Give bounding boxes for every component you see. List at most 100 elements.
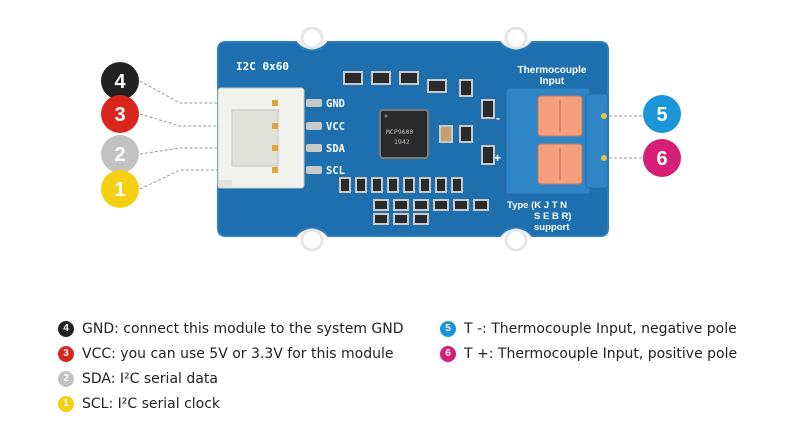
smd-part <box>427 79 447 93</box>
pin-label-gnd: GND <box>326 98 345 110</box>
pad <box>306 166 322 174</box>
smd-part <box>419 177 431 193</box>
callout-circle <box>101 170 139 208</box>
pad <box>306 122 322 130</box>
smd-part <box>399 71 419 85</box>
callout-circle <box>643 139 681 177</box>
board-figure: I2C 0x60 GND VCC SDA SCL MCP9600 1942 <box>101 26 681 252</box>
callout-number: 1 <box>114 179 125 201</box>
callout-number: 4 <box>114 71 126 93</box>
connector-pin <box>272 123 278 129</box>
legend-text: T +: Thermocouple Input, positive pole <box>464 345 738 362</box>
legend-number-badge: 2 <box>58 370 74 387</box>
connector-pin <box>272 100 278 106</box>
mcp9600-chip: MCP9600 1942 <box>379 109 429 159</box>
smd-part <box>413 199 429 211</box>
terminal-flange <box>585 93 609 189</box>
smd-part <box>459 125 473 143</box>
legend-text: SCL: I²C serial clock <box>82 395 221 412</box>
connector-notch <box>218 180 232 188</box>
legend-number-badge: 6 <box>440 345 456 362</box>
callout-badge-5: 5 <box>643 95 681 133</box>
callout-badge-2: 2 <box>101 135 139 173</box>
legend-item-vcc: 3 VCC: you can use 5V or 3.3V for this m… <box>58 341 404 366</box>
connector-latch <box>231 109 279 167</box>
callout-circle <box>643 95 681 133</box>
legend-number-badge: 1 <box>58 395 74 412</box>
smd-part <box>403 177 415 193</box>
leader-line-2 <box>139 147 276 155</box>
smd-part <box>473 199 489 211</box>
callout-circle <box>101 135 139 173</box>
smd-part <box>451 177 463 193</box>
legend-number-badge: 5 <box>440 320 456 337</box>
legend-text: SDA: I²C serial data <box>82 370 218 387</box>
smd-part <box>387 177 399 193</box>
smd-part <box>433 199 449 211</box>
mounting-hole <box>300 26 324 50</box>
mounting-hole <box>504 26 528 50</box>
type-support-line3: support <box>534 222 570 233</box>
smd-part <box>393 199 409 211</box>
smd-part <box>393 213 409 225</box>
terminal-plus-sign: + <box>494 151 501 165</box>
leader-line-4 <box>139 80 276 104</box>
legend-item-t-plus: 6 T +: Thermocouple Input, positive pole <box>440 341 737 366</box>
connector-pin <box>272 145 278 151</box>
chip-marking: MCP9600 <box>386 128 413 136</box>
mounting-hole <box>300 228 324 252</box>
pad <box>306 99 322 107</box>
callout-badge-3: 3 <box>101 95 139 133</box>
legend-item-scl: 1 SCL: I²C serial clock <box>58 391 404 416</box>
callout-circle <box>101 95 139 133</box>
terminal-screw-dot <box>601 155 607 161</box>
chip-marking: 1942 <box>394 138 410 146</box>
smd-part <box>439 125 453 143</box>
mounting-hole <box>504 228 528 252</box>
legend-text: VCC: you can use 5V or 3.3V for this mod… <box>82 345 394 362</box>
terminal-title-line1: Thermocouple <box>518 65 587 76</box>
legend-number-badge: 4 <box>58 320 74 337</box>
callout-badge-6: 6 <box>643 139 681 177</box>
callout-circle <box>101 62 139 100</box>
smd-part <box>371 71 391 85</box>
type-support-line1: Type (K J T N <box>507 200 567 211</box>
i2c-address-label: I2C 0x60 <box>236 60 289 73</box>
callout-badge-4: 4 <box>101 62 139 100</box>
legend-text: T -: Thermocouple Input, negative pole <box>464 320 737 337</box>
callout-badge-1: 1 <box>101 170 139 208</box>
smd-part <box>343 71 363 85</box>
connector-pin <box>272 167 278 173</box>
smd-part <box>339 177 351 193</box>
thermocouple-terminal <box>505 87 609 195</box>
legend-item-sda: 2 SDA: I²C serial data <box>58 366 404 391</box>
smd-part <box>459 79 473 97</box>
legend-item-t-minus: 5 T -: Thermocouple Input, negative pole <box>440 316 737 341</box>
callout-number: 2 <box>114 144 125 166</box>
legend-item-gnd: 4 GND: connect this module to the system… <box>58 316 404 341</box>
smd-part <box>435 177 447 193</box>
callout-number: 5 <box>656 104 667 126</box>
legend-right: 5 T -: Thermocouple Input, negative pole… <box>440 316 737 366</box>
terminal-title-line2: Input <box>540 76 565 87</box>
pin-label-scl: SCL <box>326 165 345 177</box>
callout-number: 6 <box>656 148 667 170</box>
smd-part <box>371 177 383 193</box>
pin-label-vcc: VCC <box>326 121 345 133</box>
smd-part <box>481 99 495 119</box>
terminal-screw-dot <box>601 113 607 119</box>
smd-part <box>453 199 469 211</box>
header-pads <box>306 99 322 174</box>
type-support-line2: S E B R) <box>534 211 571 222</box>
pad <box>306 144 322 152</box>
smd-part <box>481 145 495 165</box>
grove-connector <box>217 87 305 189</box>
smd-part <box>413 213 429 225</box>
callout-number: 3 <box>114 104 125 126</box>
legend-text: GND: connect this module to the system G… <box>82 320 404 337</box>
smd-part <box>355 177 367 193</box>
legend-left: 4 GND: connect this module to the system… <box>58 316 404 416</box>
smd-components <box>339 71 495 225</box>
smd-part <box>373 213 389 225</box>
pin-label-sda: SDA <box>326 143 346 155</box>
